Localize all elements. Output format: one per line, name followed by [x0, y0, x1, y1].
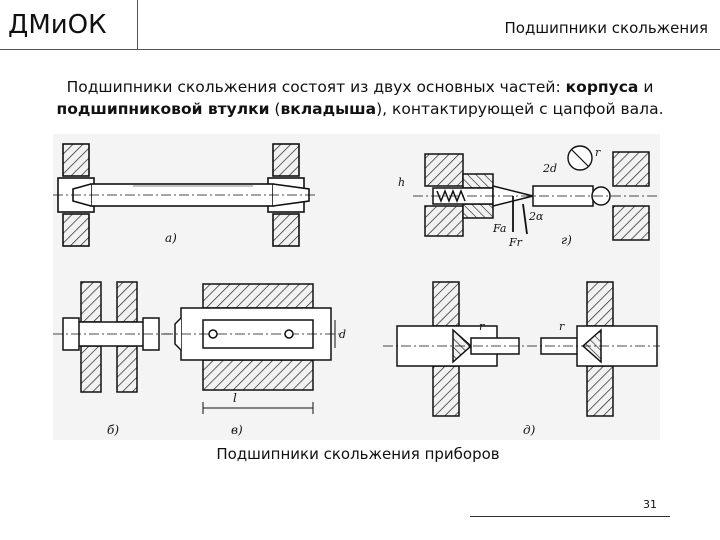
- label-v: в): [231, 423, 243, 437]
- slide-topic: Подшипники скольжения: [504, 19, 708, 37]
- drawing-b-bearing: [53, 281, 173, 393]
- label-d: d: [339, 328, 346, 341]
- lead-paragraph: Подшипники скольжения состоят из двух ос…: [40, 76, 680, 120]
- lead-text-1: Подшипники скольжения состоят из двух ос…: [66, 78, 566, 96]
- drawing-v-bushing: [163, 283, 343, 414]
- header-rule: [137, 49, 720, 50]
- footer-rule: [470, 516, 670, 517]
- lead-text-3: (: [269, 100, 281, 118]
- label-2d: 2d: [542, 162, 557, 175]
- label-b: б): [107, 423, 119, 437]
- lead-text-4: ), контактирующей с цапфой вала.: [376, 100, 664, 118]
- label-l: l: [233, 391, 237, 405]
- label-d-view: д): [523, 423, 536, 437]
- brand-box: ДМиОК: [0, 0, 138, 50]
- label-h: h: [398, 176, 405, 189]
- label-a: а): [165, 231, 177, 245]
- drawing-d-pivot: [383, 281, 660, 417]
- figure-caption-text: Подшипники скольжения приборов: [216, 445, 500, 463]
- lead-term-liner: вкладыша: [280, 100, 377, 118]
- label-r: r: [595, 146, 601, 159]
- figure-background: [53, 134, 660, 440]
- lead-term-housing: корпуса: [565, 78, 639, 96]
- label-r-left: r: [479, 320, 485, 333]
- label-r-right: r: [559, 320, 565, 333]
- label-fr: Fr: [508, 236, 523, 249]
- label-2alpha: 2α: [528, 210, 544, 223]
- lead-term-bushing: подшипниковой втулки: [56, 100, 270, 118]
- drawing-g-thrust: [413, 145, 660, 241]
- bearings-drawing: а) h 2d 2α Fa Fr r г) б): [53, 134, 660, 440]
- lead-text-2: и: [638, 78, 654, 96]
- drawing-a-shaft: [53, 143, 315, 247]
- brand-title: ДМиОК: [8, 10, 107, 40]
- label-fa: Fa: [492, 222, 506, 235]
- figure-caption: Подшипники скольжения приборов: [0, 445, 720, 463]
- page-number: 31: [643, 498, 657, 511]
- label-g: г): [561, 233, 572, 247]
